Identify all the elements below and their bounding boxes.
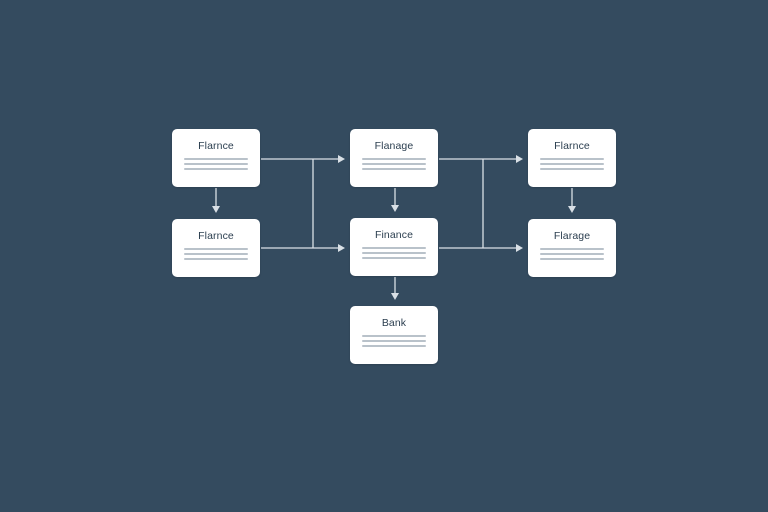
node-finance[interactable]: Finance [350,218,438,276]
detail-line [362,340,426,342]
node-flarnce-top-right[interactable]: Flarnce [528,129,616,187]
node-detail-lines [362,335,426,347]
detail-line [184,258,248,260]
arrowhead-n1-n2 [212,206,220,213]
detail-line [184,163,248,165]
arrowhead-n4-n7 [516,244,523,252]
node-flarnce-top-left[interactable]: Flarnce [172,129,260,187]
arrowhead-n6-n7 [568,206,576,213]
arrowhead-n3-n4 [391,205,399,212]
node-flanage[interactable]: Flanage [350,129,438,187]
detail-line [362,158,426,160]
node-bank[interactable]: Bank [350,306,438,364]
node-detail-lines [362,158,426,170]
detail-line [540,158,604,160]
detail-line [184,158,248,160]
detail-line [362,168,426,170]
detail-line [362,335,426,337]
node-detail-lines [540,248,604,260]
node-detail-lines [184,158,248,170]
detail-line [362,345,426,347]
detail-line [362,252,426,254]
node-flarnce-bottom-left[interactable]: Flarnce [172,219,260,277]
detail-line [184,253,248,255]
detail-line [540,258,604,260]
arrowhead-n1-n3 [338,155,345,163]
detail-line [540,253,604,255]
detail-line [184,248,248,250]
node-label: Flarage [553,230,591,242]
node-flarage[interactable]: Flarage [528,219,616,277]
node-label: Finance [374,229,414,241]
arrowhead-n2-n4 [338,244,345,252]
detail-line [362,257,426,259]
arrowhead-n4-n5 [391,293,399,300]
detail-line [540,168,604,170]
arrowhead-n3-n6 [516,155,523,163]
node-label: Flarnce [198,140,234,152]
detail-line [540,163,604,165]
node-detail-lines [362,247,426,259]
detail-line [540,248,604,250]
node-detail-lines [184,248,248,260]
node-label: Flarnce [198,230,234,242]
detail-line [362,163,426,165]
node-detail-lines [540,158,604,170]
detail-line [184,168,248,170]
node-label: Flarnce [554,140,590,152]
node-label: Flanage [374,140,414,152]
detail-line [362,247,426,249]
node-label: Bank [381,317,407,329]
